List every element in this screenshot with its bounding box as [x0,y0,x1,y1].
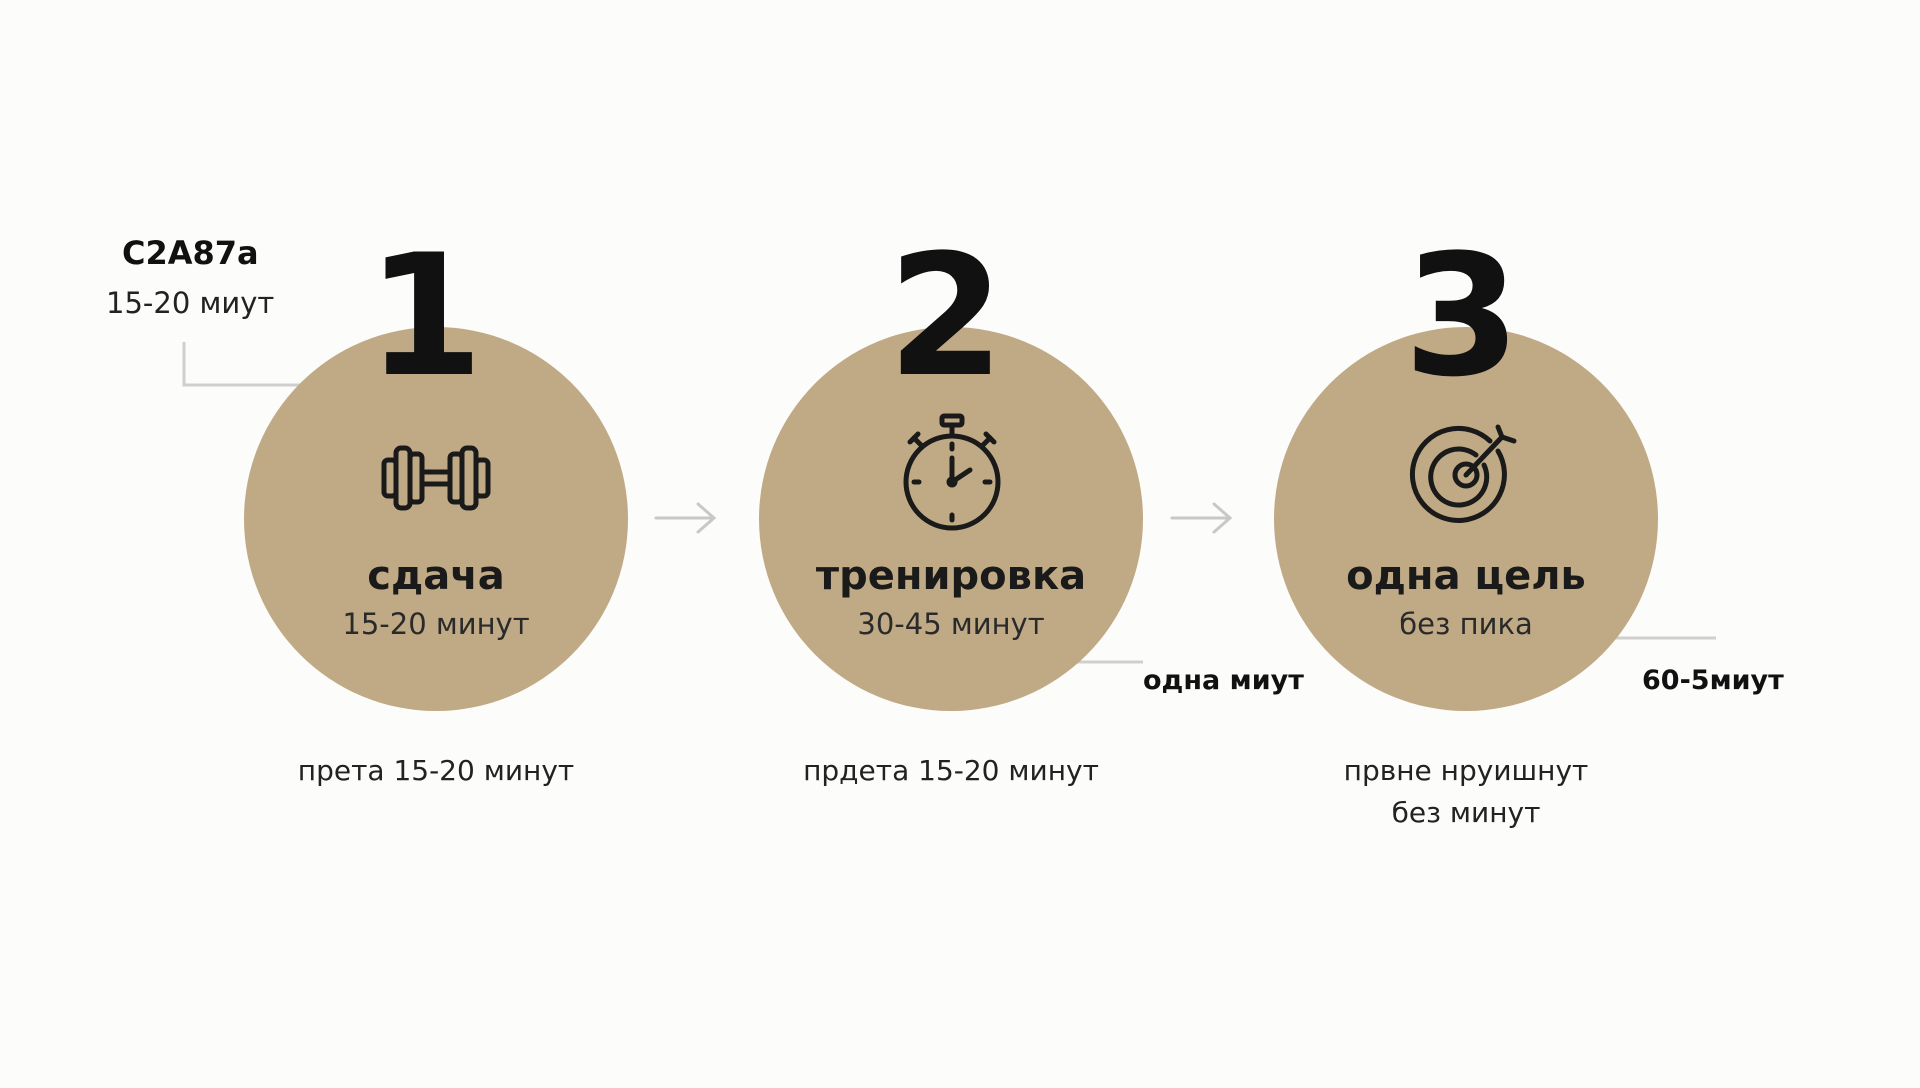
step-1-title: сдача [367,553,505,599]
step-1-circle [244,327,628,711]
step-2-caption: прдета 15-20 минут [741,750,1161,792]
arrow-right-icon [1170,502,1233,534]
target-icon [1406,415,1526,535]
arrow-right-icon [654,502,717,534]
step-3-caption-line-2: без минут [1391,796,1541,829]
step-1-caption-line: прета 15-20 минут [297,754,575,787]
step-2-number: 2 [887,218,1005,414]
step-3-title: одна цель [1346,553,1586,599]
step-3-callout-label: 60-5миут [1642,665,1784,696]
stopwatch-icon [892,412,1012,532]
step-2-caption-line: прдета 15-20 минут [803,754,1099,787]
step-1-number: 1 [366,218,484,414]
top-left-annotation-subtitle: 15-20 миут [106,286,275,320]
step-1-caption: прета 15-20 минут [226,750,646,792]
step-3-subtitle: без пика [1399,607,1533,641]
step-2-subtitle: 30-45 минут [857,607,1045,641]
step-2-callout-label: одна миут [1143,665,1304,696]
step-1-subtitle: 15-20 минут [342,607,530,641]
step-2-title: тренировка [815,553,1087,599]
dumbbell-icon [376,418,496,538]
step-3-number: 3 [1403,218,1521,414]
step-3-caption-line-1: првне нруишнут [1343,754,1589,787]
top-left-annotation-title: C2A87a [122,234,259,272]
step-3-caption: првне нруишнут без минут [1256,750,1676,834]
